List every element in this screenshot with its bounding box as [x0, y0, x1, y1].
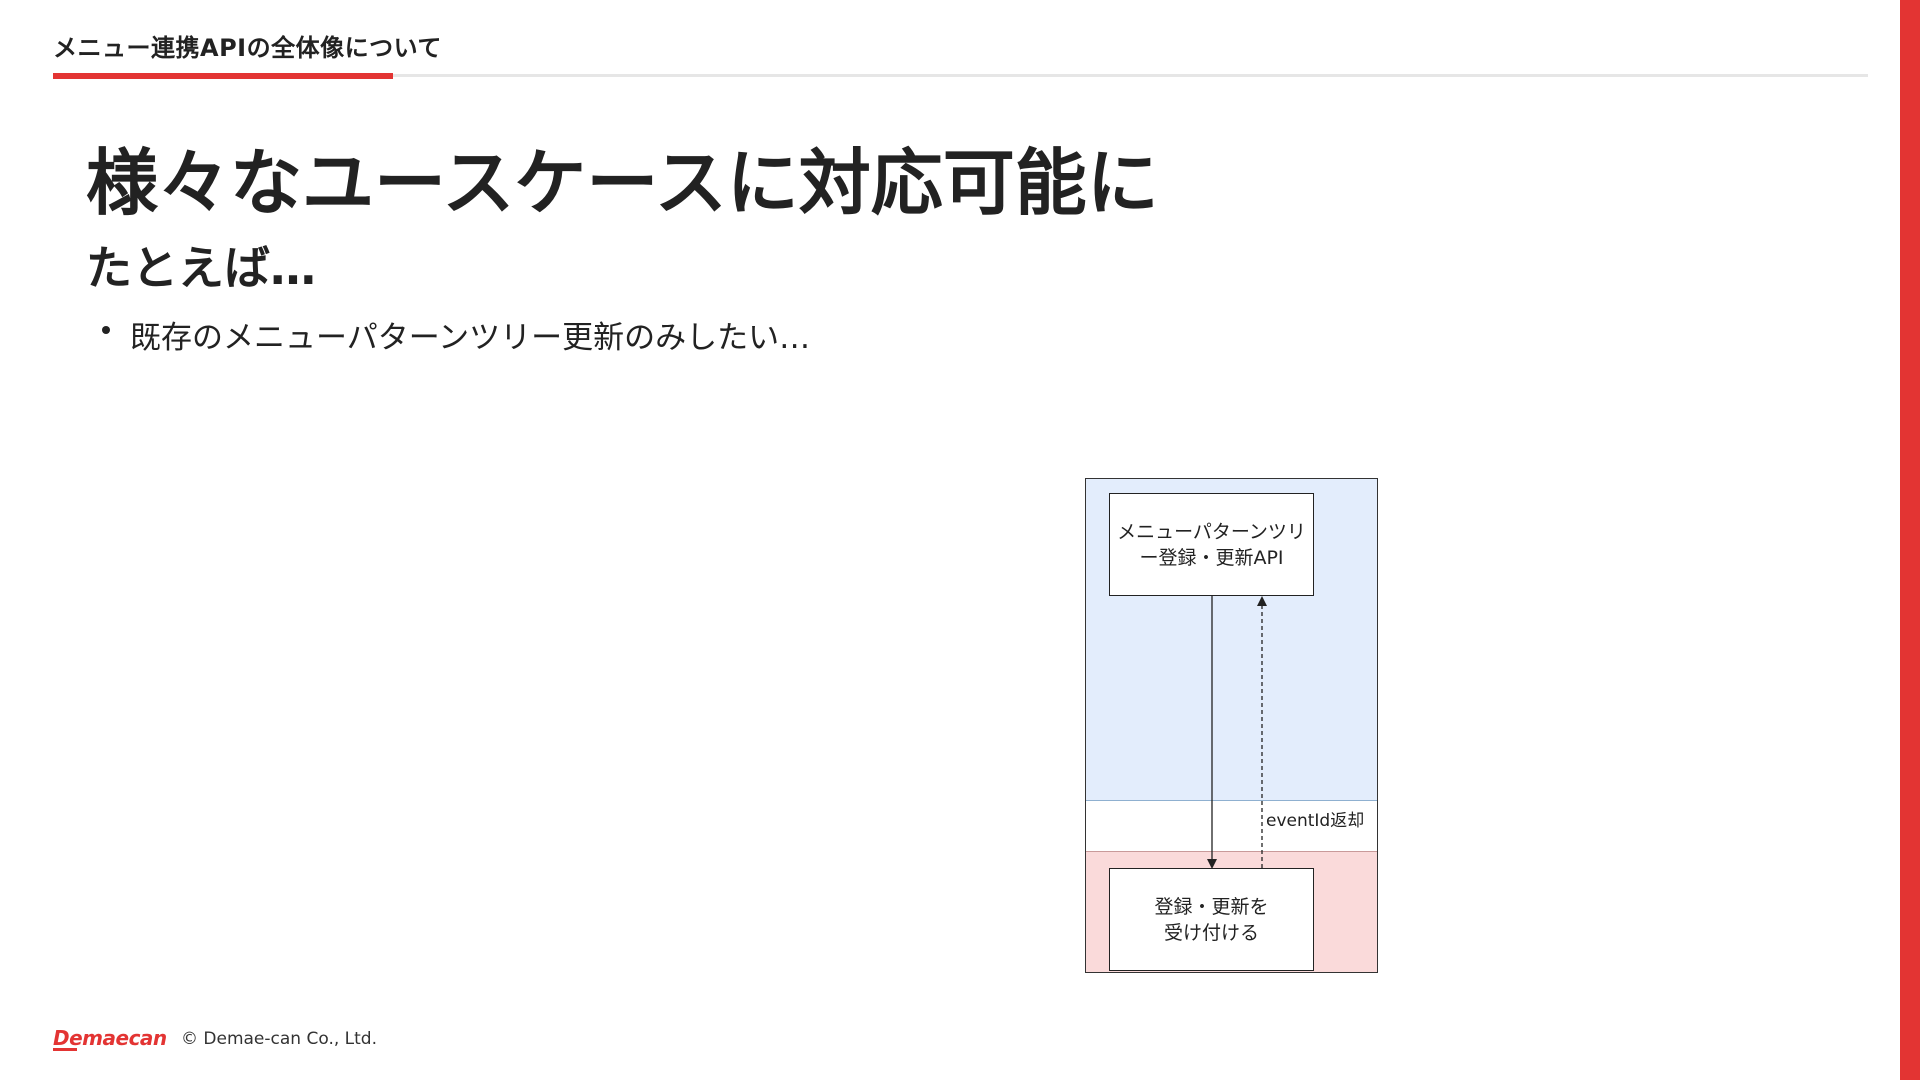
diagram-zone-response — [1086, 800, 1377, 852]
accept-box: 登録・更新を 受け付ける — [1109, 868, 1314, 971]
bullet-list: 既存のメニューパターンツリー更新のみしたい… — [100, 312, 810, 357]
right-accent-bar — [1900, 0, 1920, 1080]
flow-diagram: メニューパターンツリ ー登録・更新API 登録・更新を 受け付ける eventI… — [1085, 478, 1378, 973]
copyright-text: © Demae-can Co., Ltd. — [181, 1029, 377, 1049]
section-title: メニュー連携APIの全体像について — [53, 34, 442, 62]
bullet-dot-icon — [102, 326, 110, 334]
diagram-frame — [1085, 478, 1378, 973]
bullet-item: 既存のメニューパターンツリー更新のみしたい… — [100, 312, 810, 357]
api-box: メニューパターンツリ ー登録・更新API — [1109, 493, 1314, 596]
header-divider — [53, 74, 1868, 77]
bullet-text: 既存のメニューパターンツリー更新のみしたい… — [130, 320, 811, 356]
slide-subtitle: たとえば… — [86, 241, 316, 295]
demaecan-logo: Demaecan — [53, 1026, 167, 1050]
diagram-arrows — [1207, 596, 1267, 869]
header-accent-bar — [53, 73, 393, 79]
slide-title: 様々なユースケースに対応可能に — [86, 141, 1159, 225]
return-label: eventId返却 — [1266, 811, 1365, 831]
logo-underline — [53, 1048, 77, 1051]
